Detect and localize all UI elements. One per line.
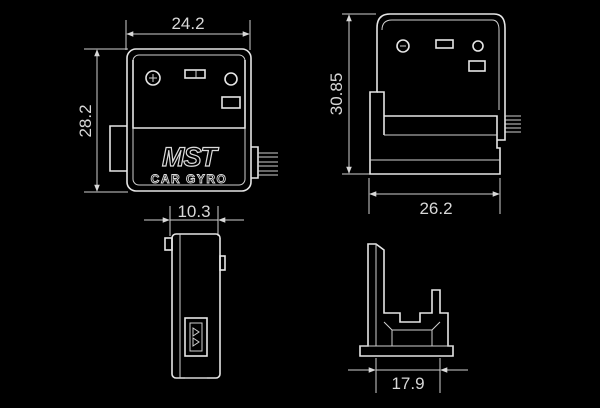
front-left-tab	[109, 125, 127, 172]
set-button	[221, 96, 241, 109]
bottom-view: 17.9	[348, 243, 468, 393]
front-connector-housing	[251, 146, 259, 179]
front-width-dim-label: 24.2	[171, 14, 204, 33]
side-left-tab	[369, 28, 378, 148]
side-left-tab-inner	[377, 91, 385, 135]
front-body-outline	[126, 48, 252, 192]
depth-pin-1	[192, 327, 200, 337]
side-set-button	[468, 60, 486, 72]
depth-dim-label: 10.3	[177, 202, 210, 221]
side-body-inner	[381, 19, 500, 110]
side-view: 30.85 26.2	[327, 13, 521, 218]
depth-pin-2	[192, 337, 200, 347]
mode-switch	[184, 69, 206, 79]
side-height-dim-label: 30.85	[327, 73, 346, 116]
front-top-plate	[132, 60, 246, 129]
side-connector	[497, 116, 506, 141]
side-trim-pot-icon	[396, 39, 410, 53]
bottom-width-dim-label: 17.9	[391, 374, 424, 393]
side-mode-switch	[435, 39, 454, 49]
bottom-body-outline	[359, 243, 454, 357]
depth-right-tab	[219, 255, 226, 271]
depth-left-tab	[164, 237, 173, 251]
side-mount-base	[369, 115, 501, 175]
side-led-indicator	[472, 40, 484, 52]
bottom-inner-left	[383, 321, 393, 346]
product-name-text: CAR GYRO	[151, 172, 228, 186]
depth-connector-inner	[189, 322, 203, 352]
bottom-inner-right	[431, 321, 441, 346]
brand-logo-text: MST	[162, 142, 220, 172]
side-width-dim-label: 26.2	[419, 199, 452, 218]
trim-pot-icon	[145, 70, 161, 86]
depth-connector	[184, 317, 208, 357]
depth-view: 10.3	[144, 202, 244, 379]
front-height-dim-label: 28.2	[76, 104, 95, 137]
led-indicator	[224, 72, 238, 86]
side-body-top	[376, 13, 506, 116]
front-view: 24.2 28.2 MST CAR GYRO	[76, 14, 278, 193]
